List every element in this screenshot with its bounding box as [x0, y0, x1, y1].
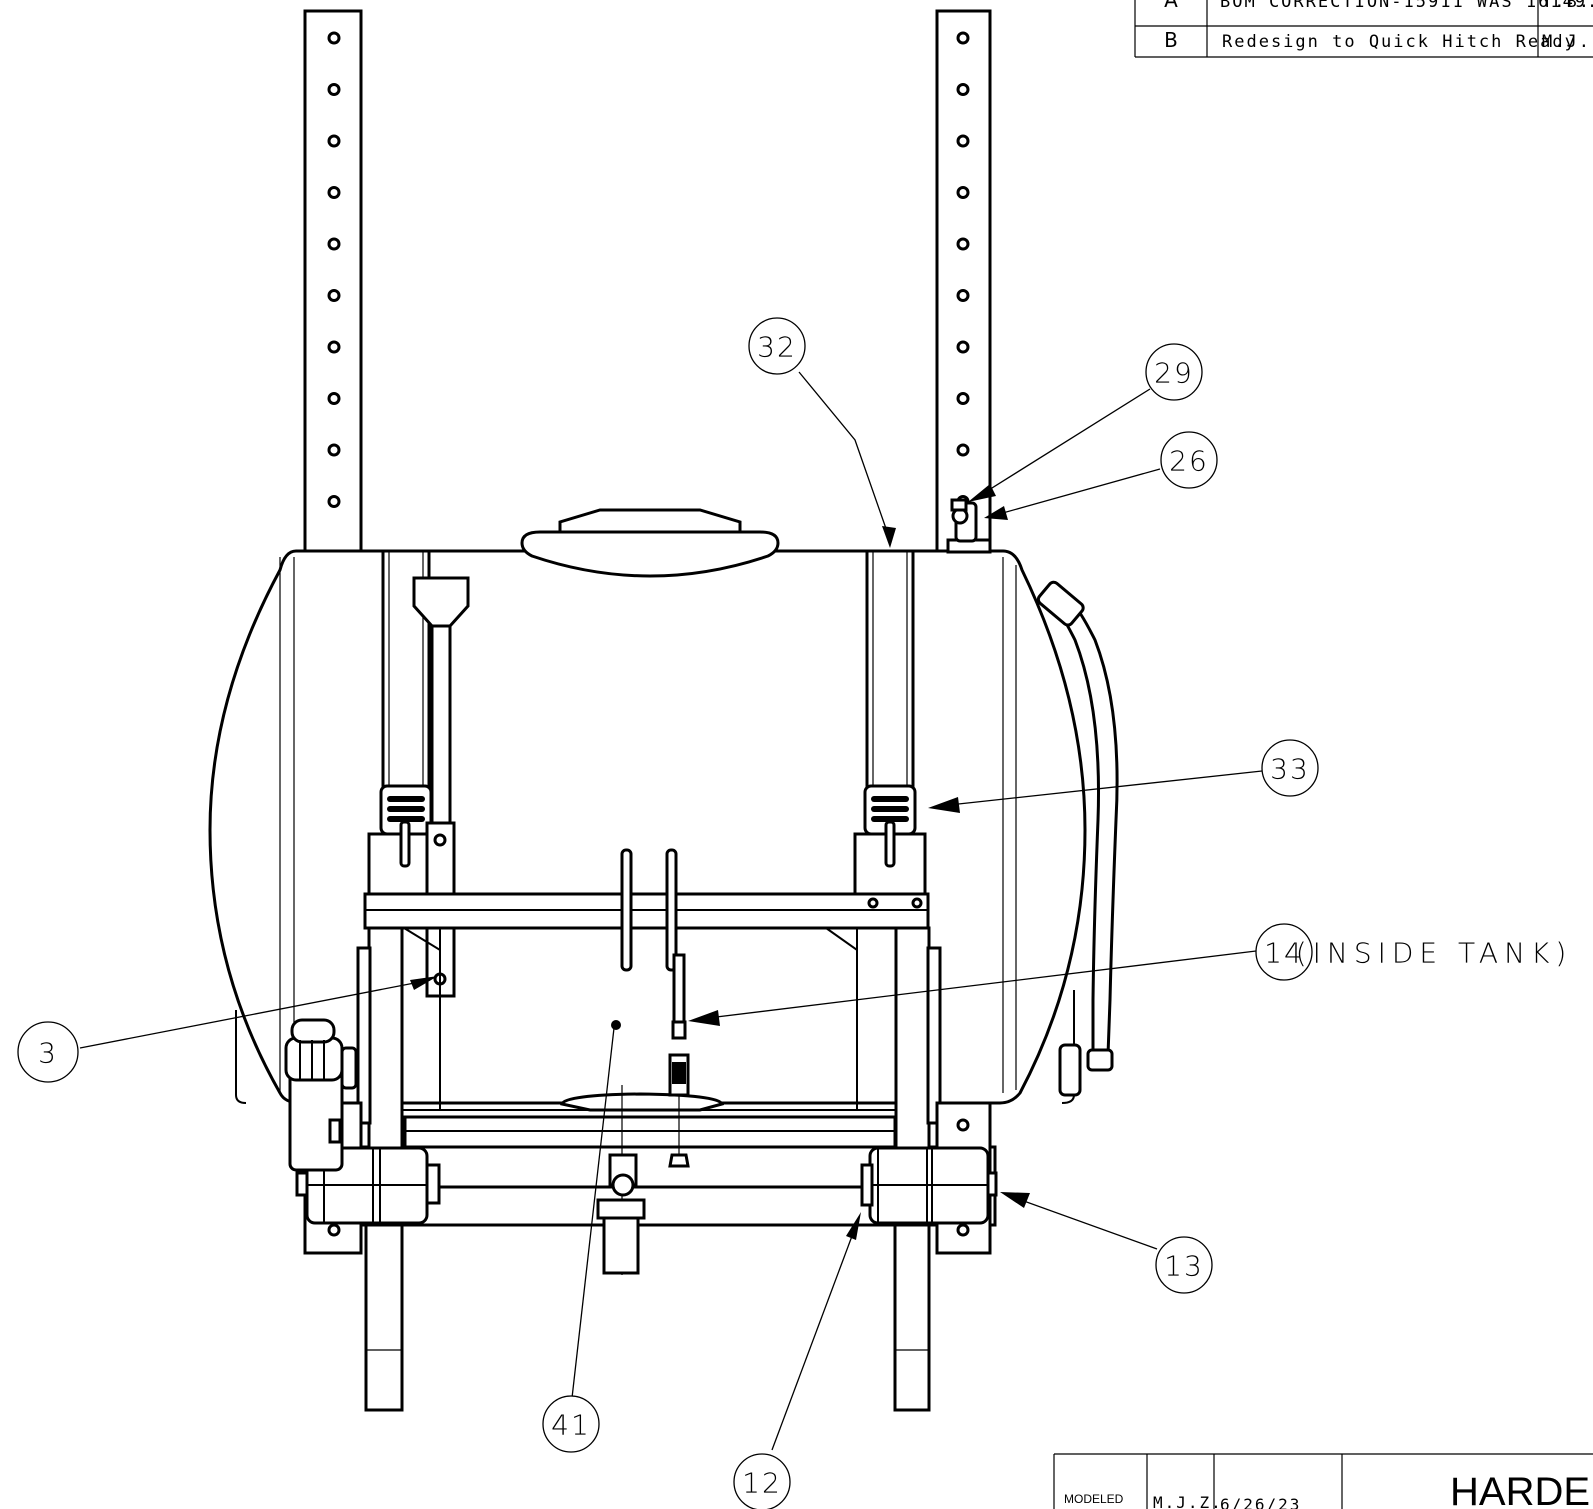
rev-a-by: T.B.	[1542, 0, 1591, 12]
balloon-29: 29	[1145, 343, 1203, 401]
post-hole	[956, 392, 970, 405]
post-hole	[327, 392, 341, 405]
balloon-14-note: (INSIDE TANK)	[1296, 937, 1573, 970]
title-block: MODELED M.J.Z. 6/26/23 HARDE	[1053, 1453, 1593, 1509]
post-hole	[956, 31, 970, 45]
company-name: HARDE	[1450, 1470, 1590, 1509]
balloon-29-label: 29	[1154, 357, 1194, 390]
balloon-33-label: 33	[1270, 753, 1310, 786]
drain-valve	[596, 1153, 646, 1275]
balloon-41-label: 41	[551, 1409, 591, 1442]
revision-table: A BOM CORRECTION-15911 WAS 16149. T.B. B…	[1134, 0, 1593, 58]
balloon-33: 33	[1261, 739, 1319, 797]
rev-a-letter: A	[1164, 0, 1178, 12]
balloon-13: 13	[1155, 1236, 1213, 1294]
leader-lines	[79, 371, 1263, 1451]
rev-a-description: BOM CORRECTION-15911 WAS 16149.	[1220, 0, 1593, 12]
balloon-32-label: 32	[757, 331, 797, 364]
balloon-41: 41	[542, 1395, 600, 1453]
modeled-date: 6/26/23	[1220, 1495, 1301, 1509]
top-fitting	[946, 498, 992, 554]
balloon-3: 3	[17, 1021, 79, 1083]
post-hole	[327, 237, 341, 251]
post-hole	[956, 83, 970, 96]
rev-b-letter: B	[1164, 28, 1178, 52]
balloon-32: 32	[748, 317, 806, 375]
balloon-12: 12	[733, 1453, 791, 1509]
post-hole	[956, 134, 970, 148]
hose	[1036, 580, 1119, 1097]
rev-b-description: Redesign to Quick Hitch Ready	[1222, 32, 1577, 52]
balloon-12-label: 12	[742, 1467, 782, 1500]
agitator-plates	[560, 848, 725, 1275]
post-hole	[956, 186, 970, 199]
left-valve	[284, 1018, 358, 1172]
right-tank-strap	[853, 549, 927, 896]
post-hole	[327, 443, 341, 457]
modeled-by: M.J.Z.	[1153, 1493, 1223, 1509]
post-hole	[327, 186, 341, 199]
post-hole	[327, 495, 341, 508]
left-upright-post	[303, 9, 363, 562]
right-upright-post	[935, 9, 992, 562]
post-hole	[327, 31, 341, 45]
post-hole	[956, 340, 970, 354]
left-tank-strap	[367, 549, 433, 896]
balloon-3-label: 3	[38, 1037, 58, 1070]
post-hole	[327, 134, 341, 148]
balloon-14: 14 (INSIDE TANK)	[1255, 923, 1573, 981]
tank-lid	[520, 508, 780, 578]
post-hole	[956, 289, 970, 302]
post-hole	[327, 289, 341, 302]
balloon-13-label: 13	[1164, 1250, 1204, 1283]
post-hole	[327, 83, 341, 96]
post-hole	[956, 443, 970, 457]
right-clamp	[860, 1146, 998, 1225]
post-hole	[956, 237, 970, 251]
tank-body	[208, 549, 1087, 1105]
post-hole	[327, 340, 341, 354]
balloon-14-label: 14	[1264, 937, 1304, 970]
rev-b-by: M.J.	[1542, 32, 1591, 52]
balloon-26-label: 26	[1169, 445, 1209, 478]
balloon-26: 26	[1160, 431, 1218, 489]
modeled-label: MODELED	[1064, 1492, 1124, 1506]
